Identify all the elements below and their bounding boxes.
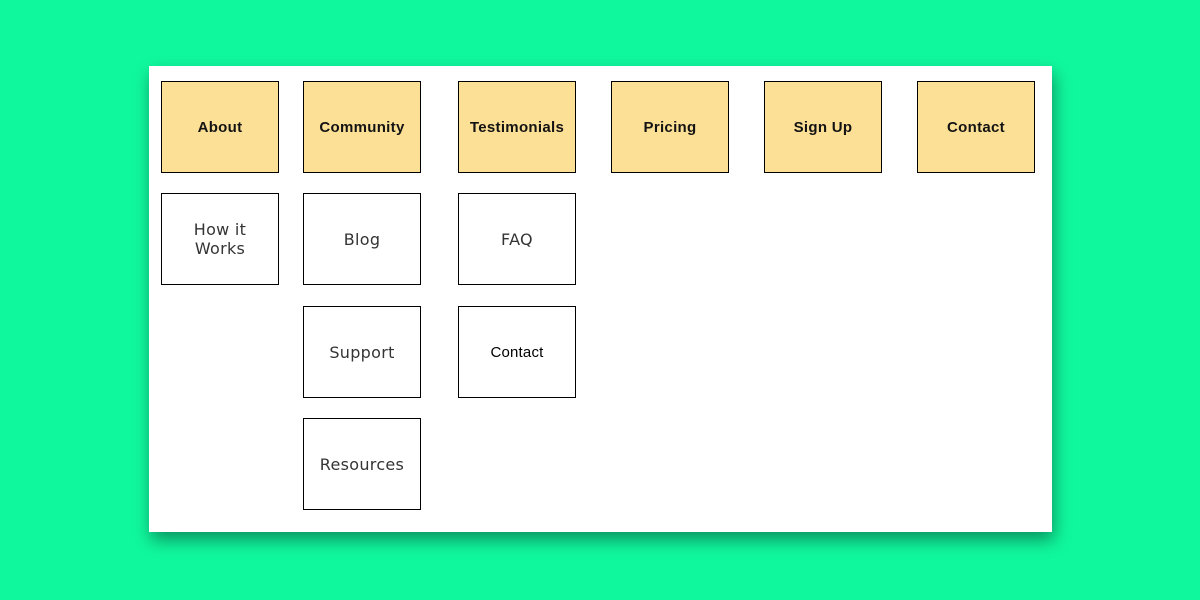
node-label: Community <box>319 118 405 136</box>
sitemap-node-how-it-works[interactable]: How it Works <box>161 193 279 285</box>
node-label: Resources <box>319 454 405 474</box>
sitemap-node-contact-header[interactable]: Contact <box>917 81 1035 173</box>
sitemap-node-testimonials[interactable]: Testimonials <box>458 81 576 173</box>
node-label: How it Works <box>193 220 247 258</box>
node-label: Testimonials <box>469 118 565 136</box>
node-label: Contact <box>490 343 544 361</box>
node-label: Pricing <box>643 118 697 136</box>
sitemap-node-contact-child[interactable]: Contact <box>458 306 576 398</box>
node-label: About <box>197 118 243 136</box>
sitemap-node-blog[interactable]: Blog <box>303 193 421 285</box>
sitemap-node-pricing[interactable]: Pricing <box>611 81 729 173</box>
sitemap-node-support[interactable]: Support <box>303 306 421 398</box>
sitemap-node-resources[interactable]: Resources <box>303 418 421 510</box>
sitemap-node-sign-up[interactable]: Sign Up <box>764 81 882 173</box>
sitemap-node-about[interactable]: About <box>161 81 279 173</box>
node-label: Contact <box>947 118 1005 136</box>
node-label: Support <box>329 342 395 362</box>
node-label: Blog <box>343 229 381 249</box>
sitemap-node-faq[interactable]: FAQ <box>458 193 576 285</box>
sitemap-card: About Community Testimonials Pricing Sig… <box>149 66 1052 532</box>
sitemap-node-community[interactable]: Community <box>303 81 421 173</box>
node-label: FAQ <box>501 229 533 249</box>
node-label: Sign Up <box>793 118 853 136</box>
